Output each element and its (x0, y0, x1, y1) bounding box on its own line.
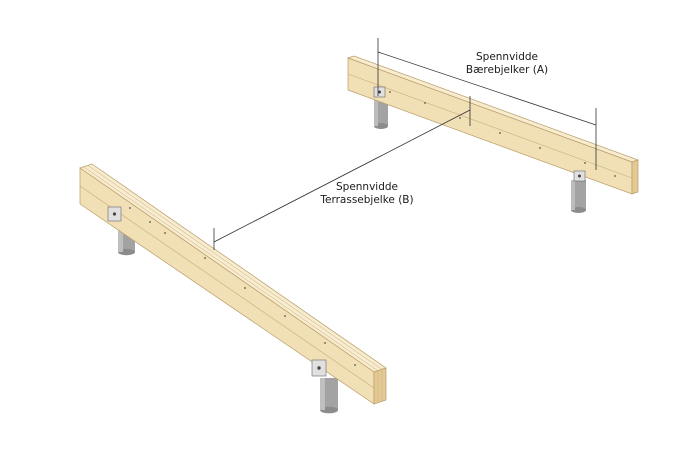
label-span-a: Spennvidde Bærebjelker (A) (452, 51, 562, 77)
label-span-b: Spennvidde Terrassebjelke (B) (307, 181, 427, 207)
label-span-a-line2: Bærebjelker (A) (465, 64, 549, 76)
front-beam (79, 163, 387, 414)
label-span-b-line1: Spennvidde (335, 181, 399, 193)
dimension-a (377, 38, 597, 170)
front-bracket-right (311, 359, 327, 377)
label-span-b-line2: Terrassebjelke (B) (320, 194, 414, 206)
dimension-a-line (377, 51, 597, 126)
back-bracket-right (573, 170, 586, 182)
dimension-b (213, 96, 471, 250)
back-bracket-left (373, 86, 386, 98)
front-bracket-left (107, 206, 122, 222)
back-beam (346, 55, 640, 213)
label-span-a-line1: Spennvidde (475, 51, 539, 63)
front-post-right (320, 378, 338, 414)
back-post-right (571, 180, 586, 213)
dimension-b-line (213, 109, 471, 243)
